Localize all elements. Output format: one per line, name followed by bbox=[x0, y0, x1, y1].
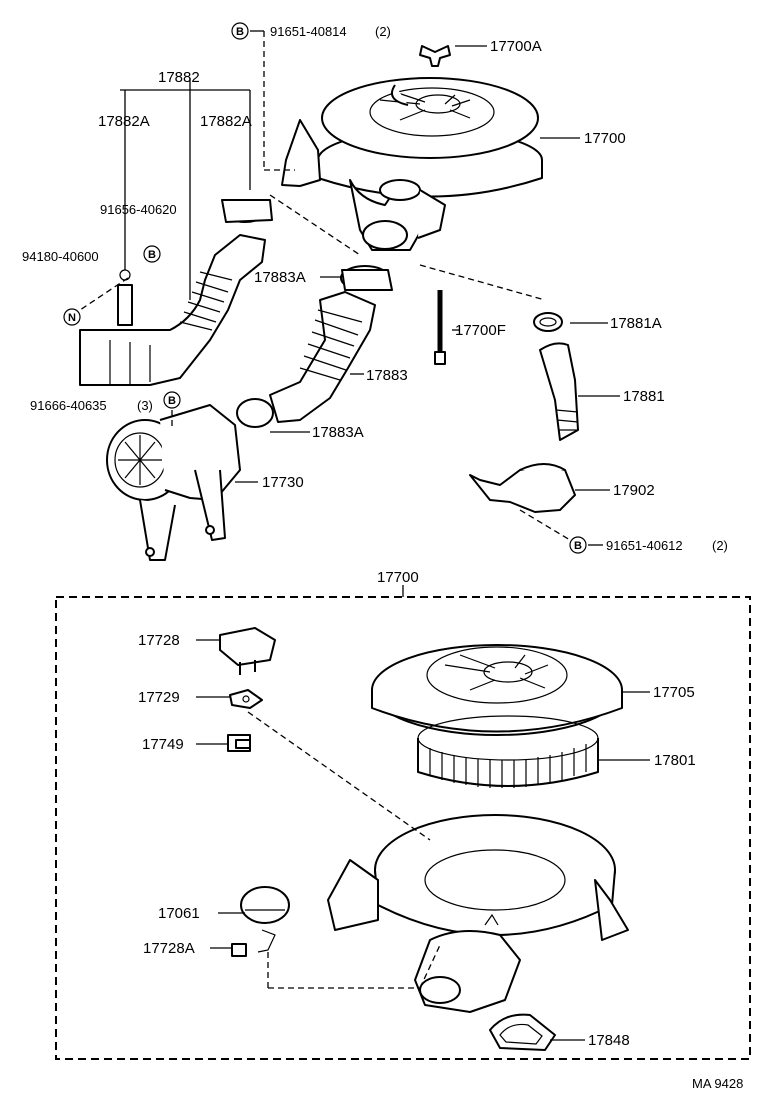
label-91666-40635: 91666-40635 bbox=[30, 398, 107, 413]
label-17881: 17881 bbox=[623, 388, 665, 405]
label-17700f: 17700F bbox=[455, 322, 506, 339]
label-17729: 17729 bbox=[138, 689, 180, 706]
label-17700-top: 17700 bbox=[584, 130, 626, 147]
cap-17728a bbox=[231, 943, 247, 957]
hose-17883 bbox=[236, 291, 376, 428]
callout-b-1: B bbox=[231, 22, 249, 40]
assembly-group-box bbox=[55, 585, 751, 1060]
air-cleaner-cap-17705 bbox=[371, 644, 623, 736]
label-91666-40635-qty: (3) bbox=[137, 398, 153, 413]
svg-text:B: B bbox=[168, 395, 176, 407]
svg-text:B: B bbox=[148, 249, 156, 261]
label-91656-40620: 91656-40620 bbox=[100, 202, 177, 217]
svg-text:N: N bbox=[68, 312, 76, 324]
leader-lines-lower bbox=[196, 639, 650, 1041]
hose-17882 bbox=[79, 199, 273, 386]
air-cleaner-body bbox=[327, 814, 629, 1013]
label-17749: 17749 bbox=[142, 736, 184, 753]
sensor-17728 bbox=[219, 627, 276, 675]
label-17883a-top: 17883A bbox=[254, 269, 306, 286]
gasket-17729 bbox=[229, 689, 263, 709]
air-intake-17730 bbox=[106, 404, 241, 561]
label-17883a-bottom: 17883A bbox=[312, 424, 364, 441]
label-17881a: 17881A bbox=[610, 315, 662, 332]
label-17883: 17883 bbox=[366, 367, 408, 384]
label-17848: 17848 bbox=[588, 1032, 630, 1049]
label-91651-40814: 91651-40814 bbox=[270, 24, 347, 39]
label-17730: 17730 bbox=[262, 474, 304, 491]
callout-b-2: B bbox=[143, 245, 161, 263]
label-17700a: 17700A bbox=[490, 38, 542, 55]
label-17728a: 17728A bbox=[143, 940, 195, 957]
bolt-94180 bbox=[117, 269, 133, 326]
label-91651-40814-qty: (2) bbox=[375, 24, 391, 39]
label-17728: 17728 bbox=[138, 632, 180, 649]
label-17882: 17882 bbox=[158, 69, 200, 86]
hose-17881 bbox=[539, 342, 579, 441]
diagram-code: MA 9428 bbox=[692, 1076, 743, 1091]
label-94180-40600: 94180-40600 bbox=[22, 249, 99, 264]
callout-b-4: B bbox=[569, 536, 587, 554]
wing-nut bbox=[419, 45, 451, 67]
callout-n-1: N bbox=[63, 308, 81, 326]
valve-17061 bbox=[240, 886, 290, 953]
clamp-17881a bbox=[533, 312, 563, 332]
label-17882a-right: 17882A bbox=[200, 113, 252, 130]
filter-element-17801 bbox=[417, 715, 599, 788]
label-17061: 17061 bbox=[158, 905, 200, 922]
svg-text:B: B bbox=[574, 540, 582, 552]
label-17705: 17705 bbox=[653, 684, 695, 701]
label-91651-40612: 91651-40612 bbox=[606, 538, 683, 553]
bolt-17700f bbox=[434, 290, 446, 365]
label-17882a-left: 17882A bbox=[98, 113, 150, 130]
svg-text:B: B bbox=[236, 26, 244, 38]
leader-lines-upper bbox=[79, 30, 620, 546]
clip-17749 bbox=[227, 734, 251, 752]
label-17700-group: 17700 bbox=[377, 569, 419, 586]
bracket-17902 bbox=[469, 463, 576, 513]
label-17902: 17902 bbox=[613, 482, 655, 499]
gasket-17848 bbox=[489, 1013, 556, 1051]
clamp-17883a-top bbox=[340, 265, 393, 291]
callout-b-3: B bbox=[163, 391, 181, 409]
label-91651-40612-qty: (2) bbox=[712, 538, 728, 553]
label-17801: 17801 bbox=[654, 752, 696, 769]
air-cleaner-assembly-top bbox=[281, 77, 543, 251]
